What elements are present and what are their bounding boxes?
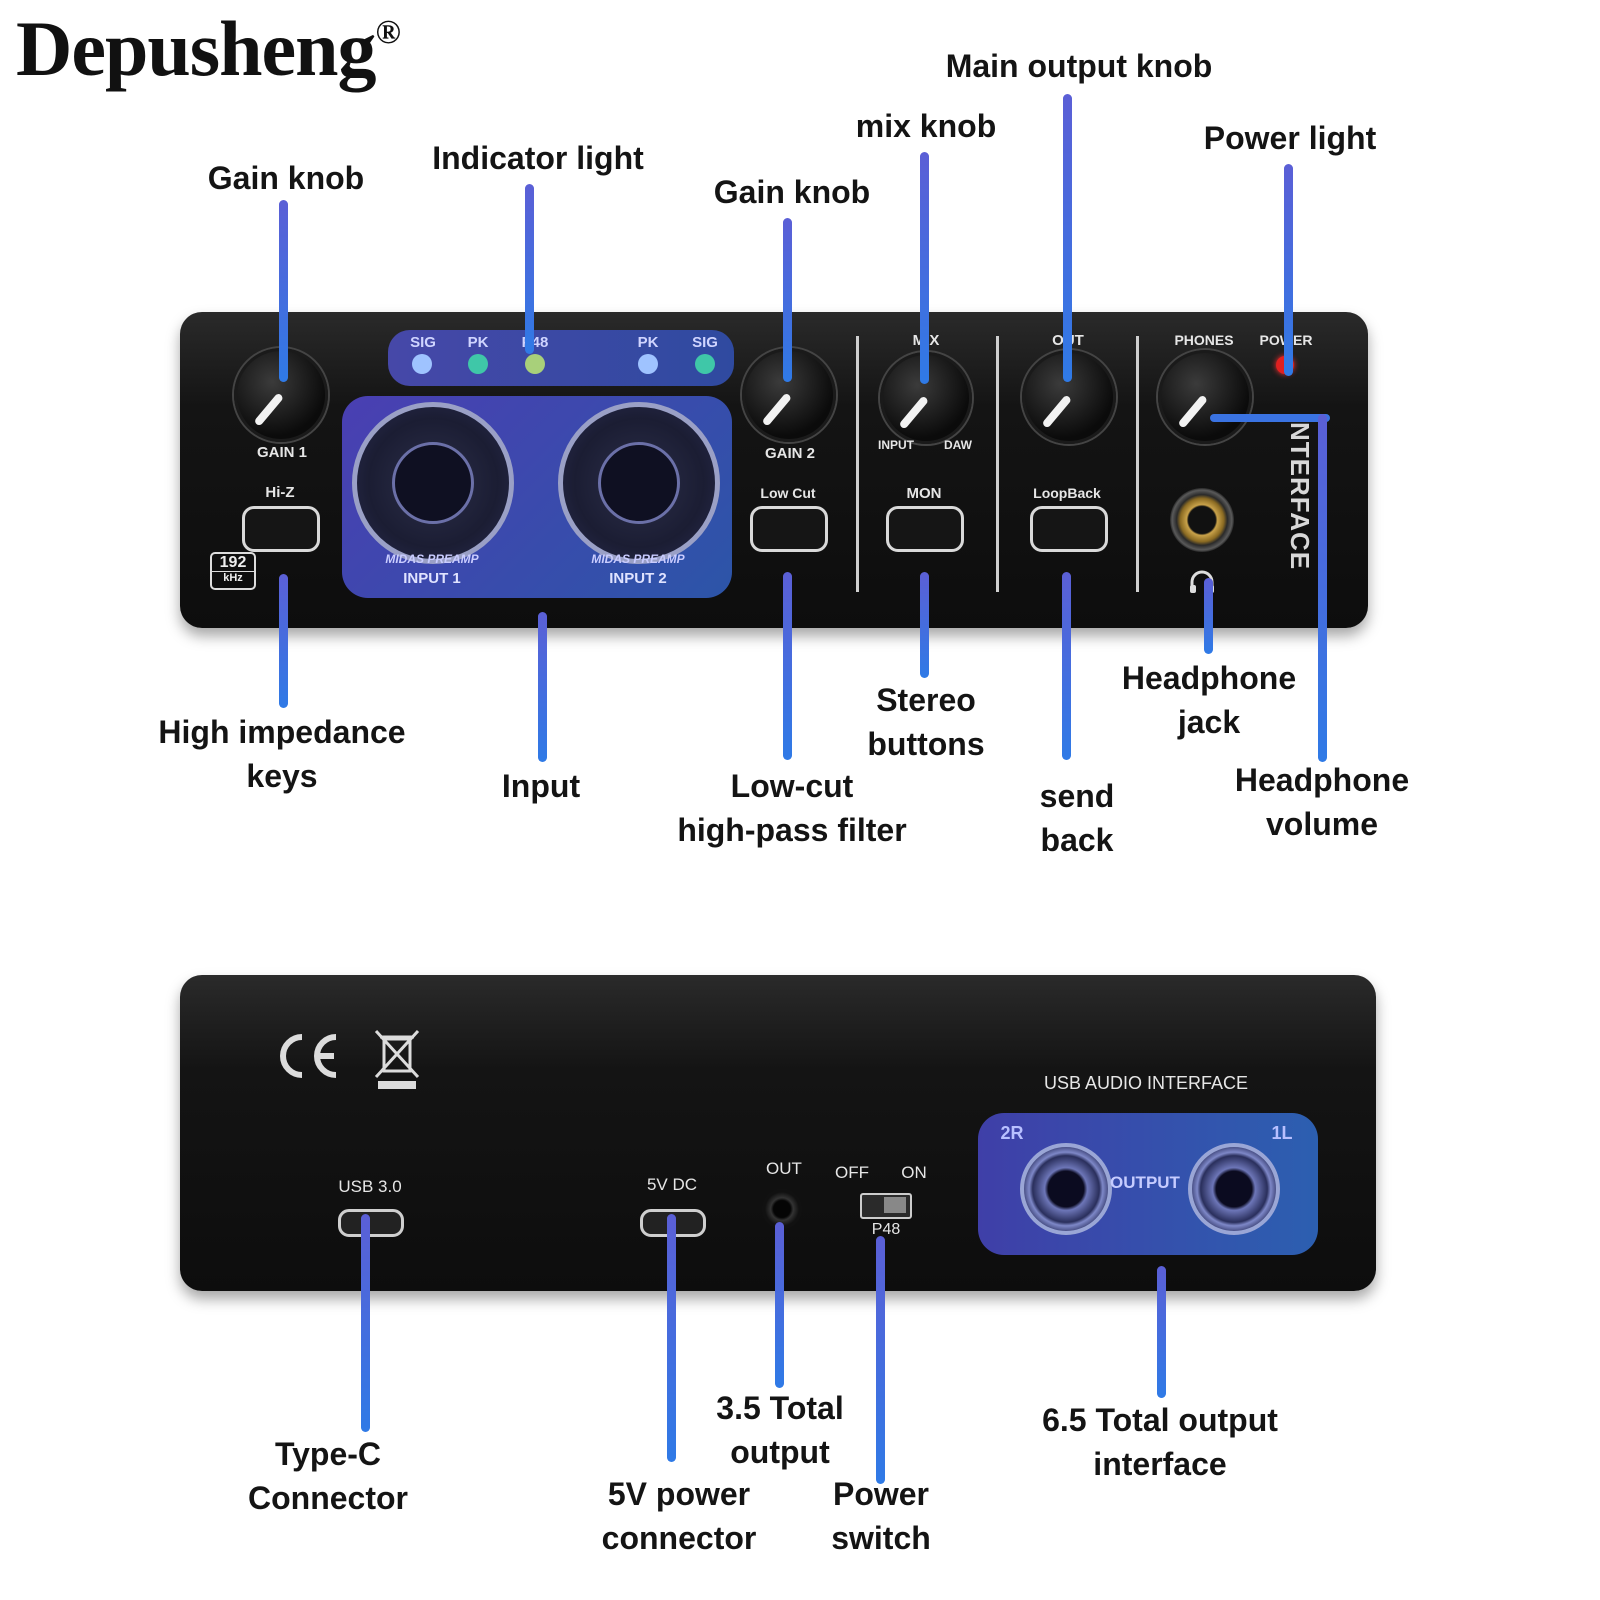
leader-gain-knob-2 bbox=[783, 218, 792, 382]
channel-2r-label: 2R bbox=[1000, 1123, 1024, 1143]
mix-daw-label: DAW bbox=[944, 438, 972, 452]
leader-input bbox=[538, 612, 547, 762]
headphone-volume-knob[interactable] bbox=[1158, 350, 1252, 444]
headphone-jack[interactable] bbox=[1170, 488, 1234, 552]
sig2-led bbox=[695, 354, 715, 374]
preamp2-label: MIDAS PREAMP bbox=[591, 552, 685, 566]
leader-gain-knob-1 bbox=[279, 200, 288, 382]
indicator-strip bbox=[388, 330, 734, 386]
mon-label: MON bbox=[906, 485, 942, 502]
hi-z-button[interactable] bbox=[242, 506, 320, 552]
power-switch[interactable] bbox=[860, 1193, 912, 1219]
input1-label: INPUT 1 bbox=[403, 570, 461, 587]
main-output-knob[interactable] bbox=[1022, 350, 1116, 444]
leader-headphone-volume bbox=[1318, 414, 1327, 762]
leader-high-impedance bbox=[279, 574, 288, 708]
usb-interface-label: USB AUDIO INTERFACE bbox=[1043, 1073, 1249, 1093]
divider-1 bbox=[856, 336, 859, 592]
dc-usb-c-port[interactable] bbox=[640, 1209, 706, 1237]
mon-button[interactable] bbox=[886, 506, 964, 552]
callout-main-output-knob: Main output knob bbox=[945, 48, 1213, 84]
sample-rate-badge: 192 kHz bbox=[210, 552, 256, 590]
leader-send-back bbox=[1062, 572, 1071, 760]
combo-input-2[interactable] bbox=[558, 402, 720, 564]
preamp1-label: MIDAS PREAMP bbox=[385, 552, 479, 566]
ce-mark-icon bbox=[280, 1034, 337, 1078]
dc-label: 5V DC bbox=[646, 1175, 698, 1194]
leader-power-switch bbox=[876, 1236, 885, 1484]
output-1l-jack[interactable] bbox=[1188, 1143, 1280, 1235]
leader-type-c bbox=[361, 1214, 370, 1432]
leader-stereo-buttons bbox=[920, 572, 929, 678]
hiz-label: Hi-Z bbox=[265, 484, 295, 501]
callout-gain-knob-1: Gain knob bbox=[207, 160, 365, 196]
front-panel-device: SIG PK P48 PK SIG GAIN 1 Hi-Z 192 kHz MI… bbox=[180, 312, 1368, 628]
p48-led bbox=[525, 354, 545, 374]
callout-input: Input bbox=[501, 768, 581, 804]
weee-bin-icon bbox=[374, 1029, 420, 1089]
loopback-button[interactable] bbox=[1030, 506, 1108, 552]
pk2-label: PK bbox=[637, 334, 659, 351]
leader-indicator-light bbox=[525, 184, 534, 354]
input2-label: INPUT 2 bbox=[609, 570, 667, 587]
callout-power-light: Power light bbox=[1203, 120, 1377, 156]
leader-low-cut bbox=[783, 572, 792, 760]
output-label: OUTPUT bbox=[1110, 1173, 1180, 1192]
leader-power-light bbox=[1284, 164, 1293, 376]
pk1-label: PK bbox=[467, 334, 489, 351]
leader-35-output bbox=[775, 1222, 784, 1388]
loopback-label: LoopBack bbox=[1033, 485, 1101, 501]
sig1-label: SIG bbox=[410, 334, 436, 351]
low-cut-button[interactable] bbox=[750, 506, 828, 552]
leader-5v-power bbox=[667, 1214, 676, 1462]
leader-mix-knob bbox=[920, 152, 929, 384]
leader-main-output-knob bbox=[1063, 94, 1072, 382]
off-label: OFF bbox=[835, 1163, 869, 1182]
callout-gain-knob-2: Gain knob bbox=[713, 174, 871, 210]
pk1-led bbox=[468, 354, 488, 374]
phones-label: PHONES bbox=[1174, 332, 1234, 348]
leader-65-output bbox=[1157, 1266, 1166, 1398]
gain1-label: GAIN 1 bbox=[256, 444, 308, 461]
p48-rear-label: P48 bbox=[871, 1221, 901, 1238]
leader-headphone-volume-horizontal bbox=[1210, 414, 1330, 422]
divider-2 bbox=[996, 336, 999, 592]
out-35-label: OUT bbox=[766, 1159, 802, 1178]
sig1-led bbox=[412, 354, 432, 374]
pk2-led bbox=[638, 354, 658, 374]
brand-logo: Depusheng® bbox=[16, 5, 401, 92]
leader-headphone-jack bbox=[1204, 578, 1213, 654]
side-text: NTERFACE bbox=[1285, 422, 1315, 571]
mix-input-label: INPUT bbox=[878, 438, 914, 452]
combo-input-1[interactable] bbox=[352, 402, 514, 564]
gain-1-knob[interactable] bbox=[234, 348, 328, 442]
channel-1l-label: 1L bbox=[1271, 1123, 1293, 1143]
lowcut-label: Low Cut bbox=[760, 485, 816, 501]
on-label: ON bbox=[901, 1163, 927, 1182]
divider-3 bbox=[1136, 336, 1139, 592]
usb-c-port[interactable] bbox=[338, 1209, 404, 1237]
gain2-label: GAIN 2 bbox=[764, 445, 816, 462]
sig2-label: SIG bbox=[692, 334, 718, 351]
callout-mix-knob: mix knob bbox=[855, 108, 997, 144]
callout-indicator-light: Indicator light bbox=[432, 140, 644, 176]
usb-label: USB 3.0 bbox=[338, 1177, 402, 1196]
output-2r-jack[interactable] bbox=[1020, 1143, 1112, 1235]
